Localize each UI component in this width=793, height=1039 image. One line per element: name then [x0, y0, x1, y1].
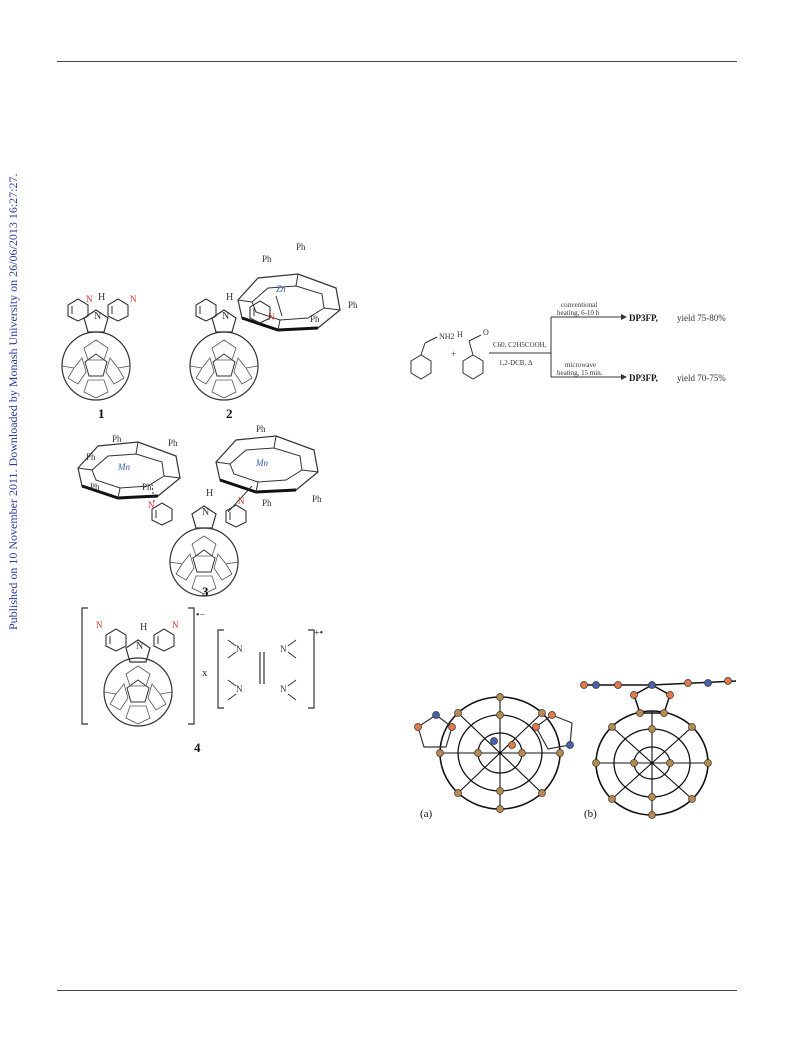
crystal-label-a: (a) [420, 808, 433, 820]
amine-n-label: N [236, 684, 243, 694]
ph-label: Ph [296, 242, 306, 252]
product-label-1: DP3FP, [629, 313, 658, 323]
cation-charge: +• [314, 628, 323, 639]
aldehyde-o-label: O [483, 328, 489, 337]
structure-1: H N N N 1 [61, 292, 137, 421]
ph-label: Ph [112, 434, 122, 444]
ph-label: Ph [256, 424, 266, 434]
publication-side-note-text: Published on 10 November 2011. Downloade… [6, 173, 20, 630]
structures-figure: H N N N 1 Ph Ph Ph Ph Zn H N N 2 Ph Ph P… [61, 242, 358, 755]
reagent-aldehyde: H O [457, 328, 489, 380]
ph-label: Ph [312, 494, 322, 504]
reaction-scheme: NH2 + H O C60, C2H5COOH, 1,2-DCB, Δ conv… [410, 301, 726, 383]
nh-n-label: N [202, 507, 209, 518]
crystal-view-b: (b) [580, 677, 737, 820]
nh-h-label: H [98, 292, 105, 303]
crystal-structures: (a) (b) [414, 677, 737, 820]
compound-label-1: 1 [98, 406, 105, 421]
pyridine-n-right: N [172, 620, 179, 630]
pyridine-n-left: N [86, 294, 93, 304]
route2-top: microwave [565, 361, 596, 369]
ph-label: Ph [262, 498, 272, 508]
anion-charge: •− [196, 610, 206, 621]
conditions-top: C60, C2H5COOH, [493, 341, 547, 349]
route1-top: conventional [561, 301, 597, 309]
structure-3: Ph Ph Ph Ph Ph Ph Ph Ph Mn Mn H N N N 3 [76, 424, 322, 599]
manganese-label: Mn [117, 462, 130, 472]
top-rule [57, 61, 737, 62]
nh-n-label: N [136, 641, 143, 652]
crystal-label-b: (b) [584, 808, 597, 820]
ph-label: Ph [86, 452, 96, 462]
ph-label: Ph [310, 314, 320, 324]
nh2-label: NH2 [439, 332, 455, 341]
yield-label-2: yield 70-75% [677, 373, 726, 383]
zinc-label: Zn [276, 284, 286, 294]
product-label-2: DP3FP, [629, 373, 658, 383]
ph-label: Ph [262, 254, 272, 264]
structure-2: Ph Ph Ph Ph Zn H N N 2 [189, 242, 358, 421]
amine-n-label: N [236, 644, 243, 654]
plus-sign: + [451, 349, 456, 359]
route2-bottom: heating, 15 min. [557, 369, 603, 377]
pyridine-n-coordinated: N [268, 312, 275, 322]
pyridine-n-left: N [96, 620, 103, 630]
nh-n-label: N [222, 311, 229, 322]
nh-n-label: N [94, 311, 101, 322]
conditions-bottom: 1,2-DCB, Δ [499, 359, 533, 367]
pyridine-n-left: N [148, 500, 155, 510]
ph-label: Ph [348, 300, 358, 310]
publication-side-note: Published on 10 November 2011. Downloade… [6, 173, 22, 630]
aldehyde-h-label: H [457, 330, 463, 339]
pyridine-n-right: N [130, 294, 137, 304]
pyridine-n-right: N [238, 496, 245, 506]
structure-4: •− H N N N x +• N N N N 4 [81, 607, 323, 755]
ph-label: Ph [168, 438, 178, 448]
yield-label-1: yield 75-80% [677, 313, 726, 323]
amine-n-label: N [280, 684, 287, 694]
reagent-amine: NH2 [410, 332, 455, 380]
nh-h-label: H [140, 622, 147, 633]
nh-h-label: H [226, 292, 233, 303]
multiplication-x: x [202, 667, 208, 679]
crystal-view-a: (a) [414, 693, 574, 820]
amine-n-label: N [280, 644, 287, 654]
compound-label-3: 3 [202, 584, 209, 599]
manganese-label: Mn [255, 458, 268, 468]
route1-bottom: heating, 6-10 h [557, 309, 600, 317]
ph-label: Ph [142, 482, 152, 492]
compound-label-4: 4 [194, 740, 201, 755]
bottom-rule [57, 990, 737, 991]
nh-h-label: H [206, 488, 213, 499]
compound-label-2: 2 [226, 406, 233, 421]
ph-label: Ph [90, 482, 100, 492]
